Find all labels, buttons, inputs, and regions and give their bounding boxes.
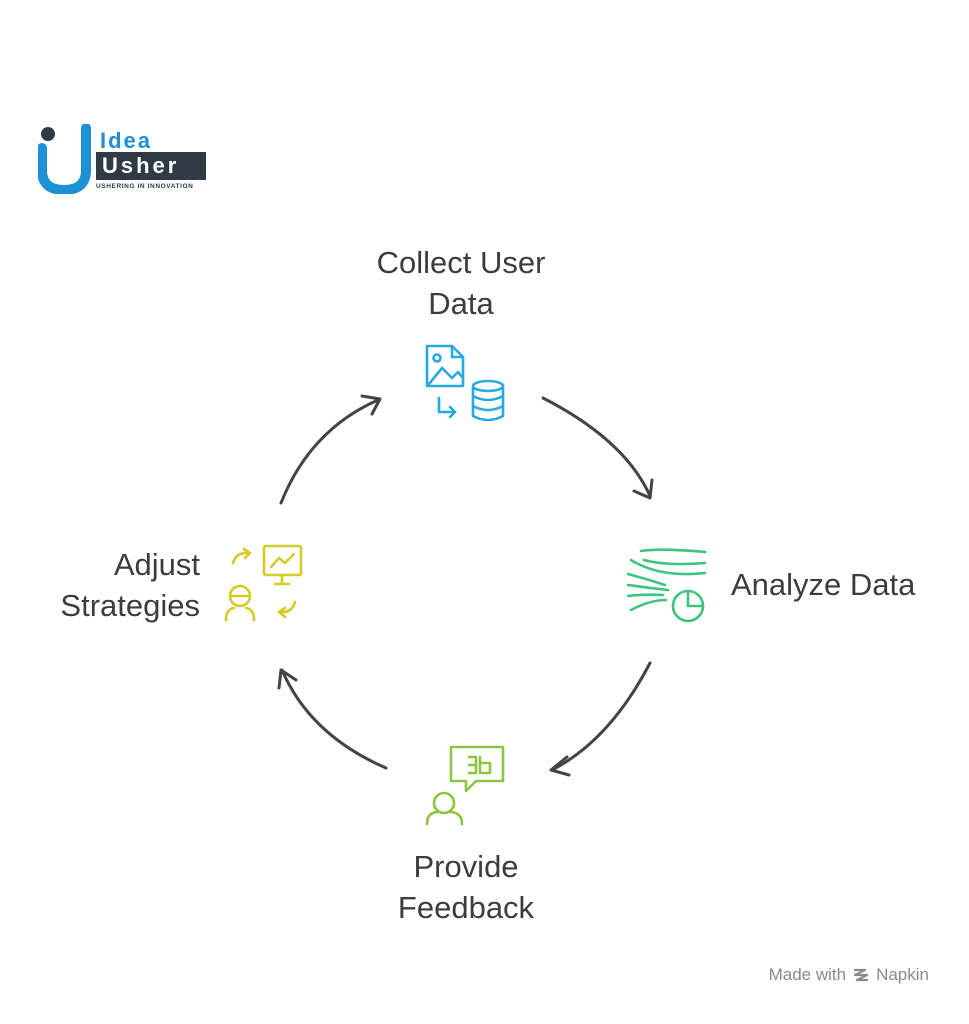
logo-tagline: USHERING IN INNOVATION [96, 183, 194, 190]
logo-u-icon [38, 124, 91, 194]
idea-usher-logo: Idea Usher USHERING IN INNOVATION [38, 124, 210, 194]
arrow-adjust-to-collect [279, 398, 380, 505]
logo-word-usher: Usher [96, 152, 206, 180]
footer-text: Made with [768, 965, 847, 984]
made-with-napkin-footer: Made with Napkin [769, 965, 929, 985]
data-streams-pie-chart-icon [626, 548, 707, 623]
image-to-database-icon [425, 344, 505, 422]
step-label-analyze-data: Analyze Data [731, 567, 916, 602]
logo-word-idea: Idea [100, 128, 153, 153]
user-feedback-bubble-icon [425, 745, 505, 826]
arrow-collect-to-analyze [541, 396, 652, 498]
strategy-adjust-icon [224, 544, 303, 622]
footer-brand: Napkin [876, 965, 929, 984]
arrowhead-collect [360, 394, 382, 416]
arrow-analyze-to-feedback [550, 661, 652, 772]
napkin-logo-icon [853, 968, 869, 982]
arrowhead-adjust [277, 668, 298, 690]
arrowhead-feedback [549, 755, 571, 777]
arrowhead-analyze [632, 478, 654, 500]
arrow-feedback-to-adjust [280, 668, 388, 770]
